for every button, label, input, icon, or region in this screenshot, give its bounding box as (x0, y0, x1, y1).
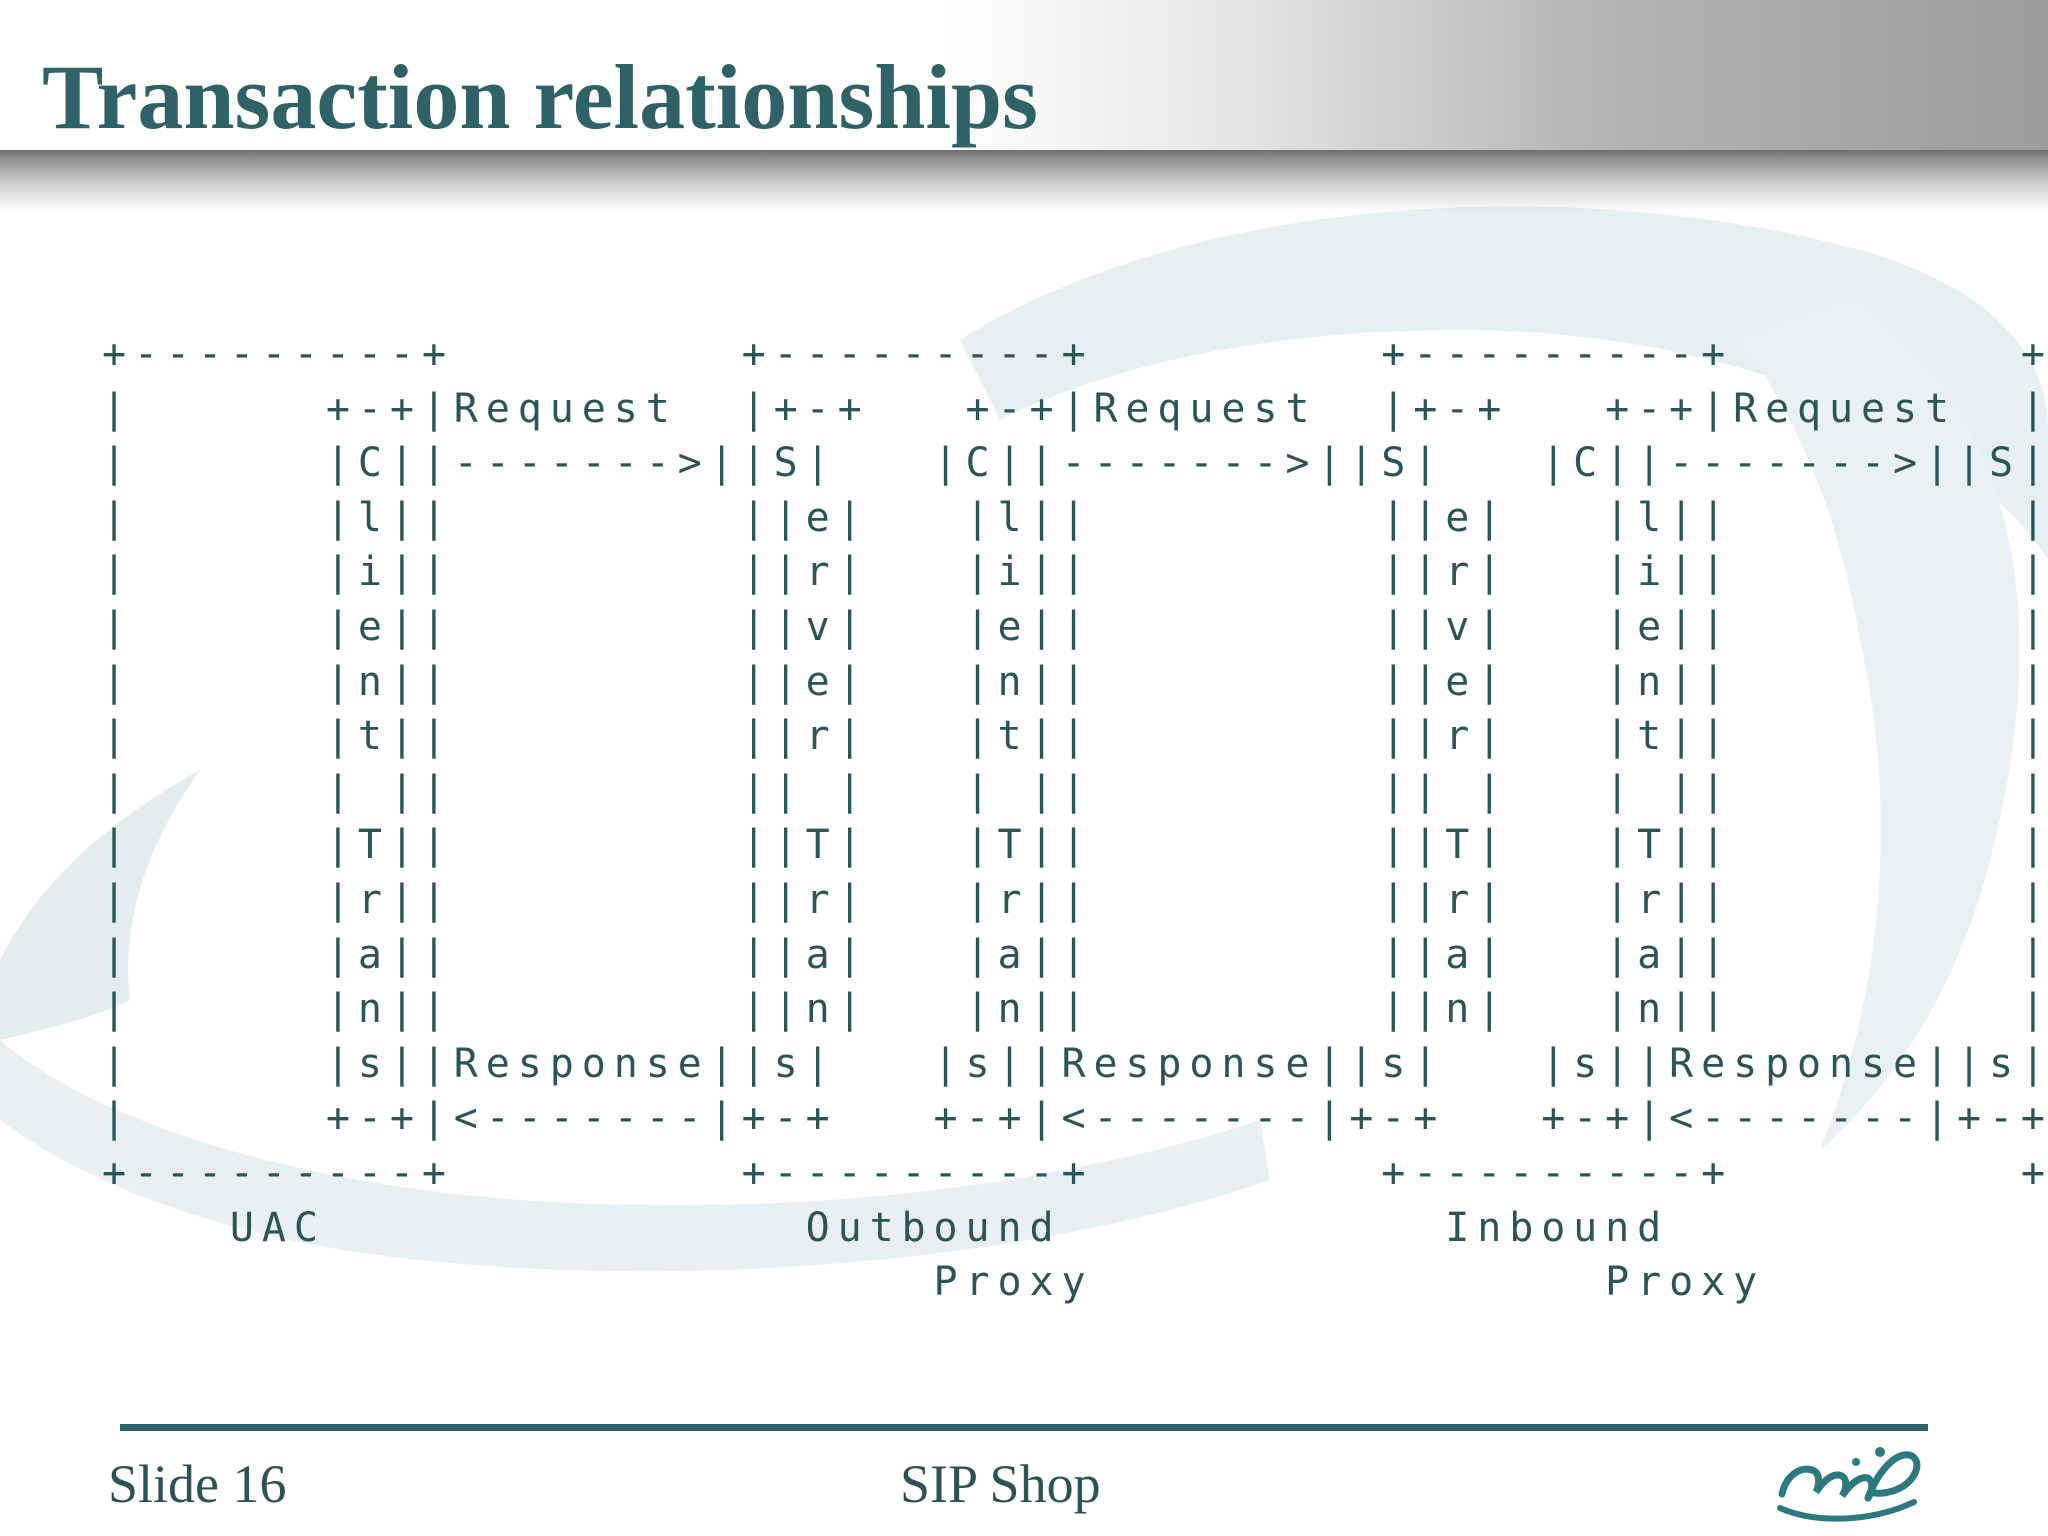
header-shadow (0, 150, 2048, 212)
diagram-line: | +-+|Request |+-+ +-+|Request |+-+ +-+|… (102, 385, 2048, 432)
header-band (0, 0, 2048, 158)
diagram-line: | |T|| ||T| |T|| ||T| |T|| ||T| | (102, 822, 2048, 869)
diagram-line: | |t|| ||r| |t|| ||r| |t|| ||r| | (102, 713, 2048, 760)
swoosh-left-band (0, 770, 200, 1040)
diagram-line: | | || || | | || || | | || || | | (102, 767, 2048, 814)
diagram-line: +---------+ +---------+ +---------+ +---… (102, 331, 2048, 377)
diagram-label-line: Proxy Proxy (102, 1259, 1766, 1306)
diagram-label-line: UAC Outbound Inbound UAS (102, 1204, 2048, 1251)
logo-dot (1852, 1458, 1860, 1466)
diagram-line: +---------+ +---------+ +---------+ +---… (102, 1149, 2048, 1196)
diagram-line: | |n|| ||n| |n|| ||n| |n|| ||n| | (102, 986, 2048, 1033)
swoosh-upper-arc (960, 206, 2048, 560)
slide-title: Transaction relationships (42, 46, 1038, 148)
company-logo-icon (1777, 1447, 1921, 1522)
diagram-line: | |i|| ||r| |i|| ||r| |i|| ||r| | (102, 549, 2048, 596)
logo-loop (1864, 1451, 1921, 1502)
footer-title: SIP Shop (900, 1454, 1101, 1514)
diagram-line: | +-+|<-------|+-+ +-+|<-------|+-+ +-+|… (102, 1095, 2048, 1142)
swoosh-right-band (1740, 300, 2020, 1150)
swoosh-lower-arc (0, 1040, 1270, 1272)
diagram-line: | |r|| ||r| |r|| ||r| |r|| ||r| | (102, 876, 2048, 923)
diagram-line: | |C||------->||S| |C||------->||S| |C||… (102, 440, 2048, 487)
footer-rule (120, 1424, 1928, 1431)
logo-swirl (1778, 1465, 1876, 1502)
diagram-line: | |n|| ||e| |n|| ||e| |n|| ||e| | (102, 658, 2048, 705)
slide-number: Slide 16 (108, 1454, 287, 1514)
diagram-line: | |s||Response||s| |s||Response||s| |s||… (102, 1040, 2048, 1087)
transaction-diagram: +---------+ +---------+ +---------+ +---… (102, 327, 2048, 1310)
diagram-line: | |e|| ||v| |e|| ||v| |e|| ||v| | (102, 603, 2048, 650)
logo-dot (1875, 1447, 1885, 1457)
diagram-line: | |l|| ||e| |l|| ||e| |l|| ||e| | (102, 494, 2048, 541)
diagram-line: | |a|| ||a| |a|| ||a| |a|| ||a| | (102, 931, 2048, 978)
logo-underline (1777, 1499, 1917, 1522)
